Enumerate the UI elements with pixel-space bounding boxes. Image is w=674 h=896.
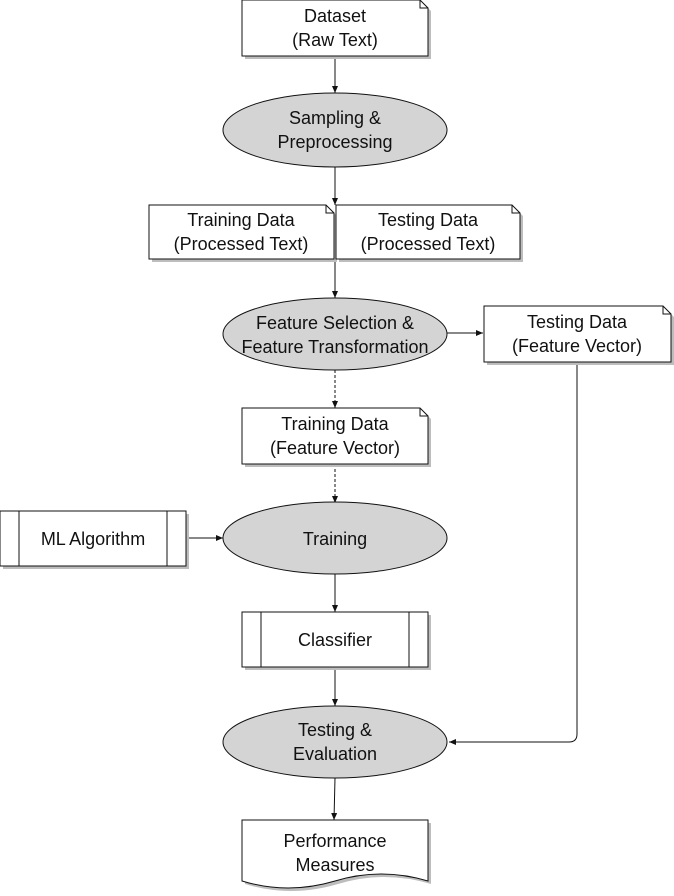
sampling-line2: Preprocessing	[277, 132, 392, 152]
testing-eval-line2: Evaluation	[293, 744, 377, 764]
connectors	[186, 56, 578, 821]
training-label: Training	[303, 529, 367, 549]
node-sampling: Sampling & Preprocessing	[222, 92, 448, 168]
ml-algorithm-label: ML Algorithm	[41, 529, 145, 549]
feature-line2: Feature Transformation	[241, 337, 428, 357]
testing-processed-line2: (Processed Text)	[361, 234, 496, 254]
training-processed-line1: Training Data	[187, 210, 295, 230]
node-testing-evaluation: Testing & Evaluation	[222, 705, 448, 779]
node-testing-processed: Testing Data (Processed Text)	[335, 204, 523, 262]
node-classifier: Classifier	[241, 611, 431, 670]
classifier-label: Classifier	[298, 630, 372, 650]
node-performance: Performance Measures	[241, 819, 431, 891]
node-training: Training	[222, 501, 448, 575]
arrow-testing-to-performance	[331, 777, 338, 821]
node-training-processed: Training Data (Processed Text)	[148, 204, 337, 262]
training-vector-line2: (Feature Vector)	[270, 438, 400, 458]
node-training-vector: Training Data (Feature Vector)	[241, 407, 431, 467]
performance-line2: Measures	[295, 855, 374, 875]
performance-line1: Performance	[283, 831, 386, 851]
sampling-line1: Sampling &	[289, 108, 381, 128]
feature-line1: Feature Selection &	[256, 313, 414, 333]
dataset-line1: Dataset	[304, 6, 366, 26]
testing-vector-line2: (Feature Vector)	[512, 336, 642, 356]
training-processed-line2: (Processed Text)	[174, 234, 309, 254]
testing-eval-line1: Testing &	[298, 720, 372, 740]
node-feature-selection: Feature Selection & Feature Transformati…	[222, 297, 448, 371]
training-vector-line1: Training Data	[281, 414, 389, 434]
node-dataset: Dataset (Raw Text)	[241, 0, 431, 59]
node-ml-algorithm: ML Algorithm	[0, 510, 189, 569]
dataset-line2: (Raw Text)	[292, 30, 378, 50]
arrow-testing-vector-to-evaluation	[449, 362, 578, 745]
testing-vector-line1: Testing Data	[527, 312, 628, 332]
node-testing-vector: Testing Data (Feature Vector)	[483, 305, 674, 365]
testing-processed-line1: Testing Data	[378, 210, 479, 230]
